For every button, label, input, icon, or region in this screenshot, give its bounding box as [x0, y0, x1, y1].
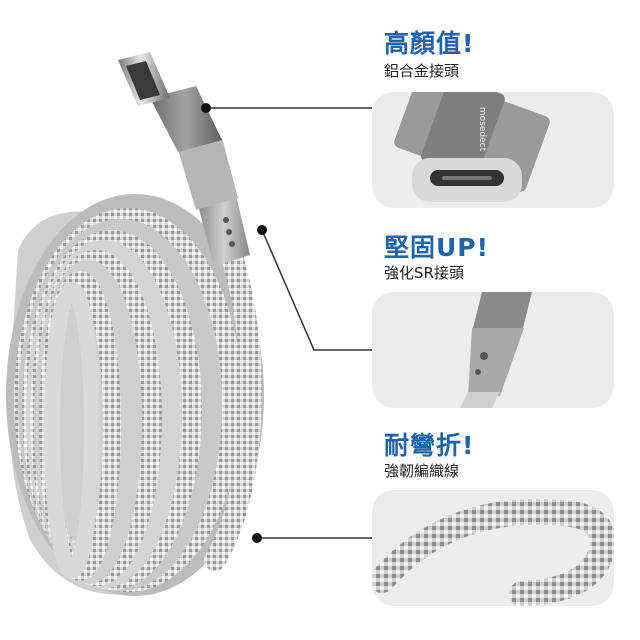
feature-subtitle-durability: 強化SR接頭 — [384, 264, 464, 282]
detail-panel-aluminum-head: mosedect — [372, 92, 614, 208]
feature-subtitle-flex: 強韌編織線 — [384, 462, 460, 480]
aluminum-connector-closeup — [394, 92, 550, 202]
callout-dot — [252, 533, 262, 543]
usb-c-connector — [118, 52, 250, 266]
detail-panel-sr-joint — [372, 292, 614, 408]
feature-subtitle-appearance: 鋁合金接頭 — [384, 62, 460, 80]
cable-coil — [6, 194, 264, 596]
feature-title-durability: 堅固UP! — [384, 233, 490, 262]
leader-lines — [206, 107, 372, 539]
detail-panel-braided-cable — [372, 490, 614, 606]
braided-cable-closeup — [372, 498, 614, 606]
feature-title-flex: 耐彎折! — [384, 431, 475, 460]
strain-relief-closeup — [460, 292, 532, 408]
brand-logo: mosedect — [477, 106, 488, 152]
callout-dot — [201, 103, 211, 113]
feature-title-appearance: 高顏值! — [384, 29, 475, 58]
callout-dot — [257, 225, 267, 235]
